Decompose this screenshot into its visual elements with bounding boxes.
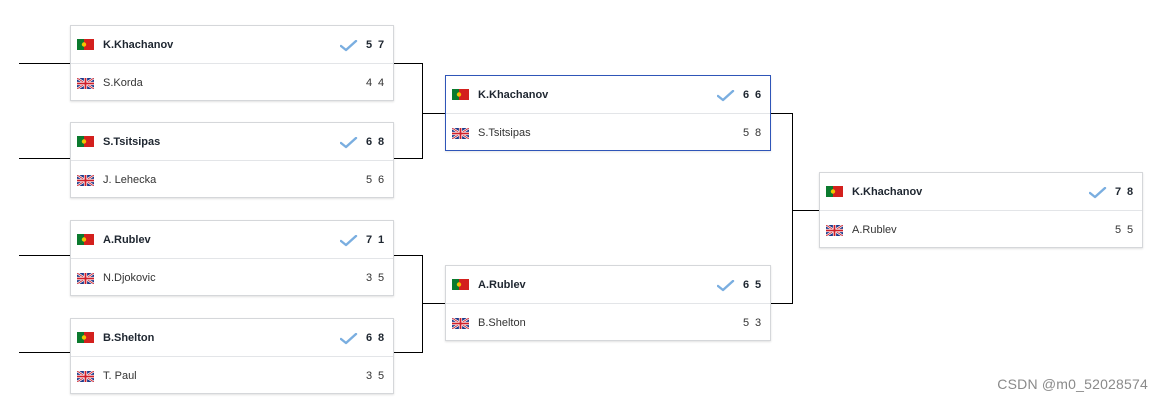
- player-row-winner[interactable]: K.Khachanov 6 6: [446, 76, 770, 114]
- set-score: 6: [377, 174, 385, 186]
- uk-flag-icon: [452, 127, 469, 139]
- portugal-flag-icon: [77, 39, 94, 50]
- player-name: K.Khachanov: [852, 185, 923, 198]
- set-score: 6: [365, 331, 373, 344]
- player-row-winner[interactable]: B.Shelton 6 8: [71, 319, 393, 357]
- portugal-flag-icon: [452, 279, 469, 290]
- player-name: A.Rublev: [103, 233, 151, 246]
- set-score: 8: [377, 331, 385, 344]
- player-row-loser[interactable]: A.Rublev 5 5: [820, 211, 1142, 249]
- player-name: N.Djokovic: [103, 272, 156, 284]
- set-score: 5: [754, 278, 762, 291]
- match-r1-3[interactable]: A.Rublev 7 1 N.Djokovic 3 5: [70, 220, 394, 296]
- player-row-winner[interactable]: K.Khachanov 7 8: [820, 173, 1142, 211]
- player-row-winner[interactable]: A.Rublev 7 1: [71, 221, 393, 259]
- set-score: 3: [365, 272, 373, 284]
- player-row-loser[interactable]: N.Djokovic 3 5: [71, 259, 393, 297]
- player-name: T. Paul: [103, 370, 137, 382]
- set-score: 1: [377, 233, 385, 246]
- uk-flag-icon: [77, 174, 94, 186]
- set-score: 8: [754, 127, 762, 139]
- watermark-text: CSDN @m0_52028574: [997, 376, 1148, 392]
- set-score: 3: [365, 370, 373, 382]
- uk-flag-icon: [452, 317, 469, 329]
- set-score: 5: [365, 174, 373, 186]
- player-row-loser[interactable]: S.Tsitsipas 5 8: [446, 114, 770, 152]
- set-score: 6: [742, 278, 750, 291]
- checkmark-icon: [716, 89, 735, 101]
- set-score: 3: [754, 317, 762, 329]
- match-r1-1[interactable]: K.Khachanov 5 7 S.Korda 4 4: [70, 25, 394, 101]
- uk-flag-icon: [77, 370, 94, 382]
- uk-flag-icon: [77, 272, 94, 284]
- set-score: 7: [365, 233, 373, 246]
- player-row-loser[interactable]: S.Korda 4 4: [71, 64, 393, 102]
- set-score: 4: [377, 77, 385, 89]
- set-score: 7: [1114, 185, 1122, 198]
- player-name: S.Tsitsipas: [478, 127, 531, 139]
- set-score: 5: [742, 317, 750, 329]
- checkmark-icon: [339, 39, 358, 51]
- player-row-winner[interactable]: A.Rublev 6 5: [446, 266, 770, 304]
- checkmark-icon: [339, 332, 358, 344]
- player-row-loser[interactable]: T. Paul 3 5: [71, 357, 393, 395]
- player-name: K.Khachanov: [103, 38, 174, 51]
- player-name: B.Shelton: [478, 317, 526, 329]
- set-score: 5: [1126, 224, 1134, 236]
- uk-flag-icon: [826, 224, 843, 236]
- set-score: 7: [377, 38, 385, 51]
- set-score: 5: [377, 370, 385, 382]
- set-score: 5: [1114, 224, 1122, 236]
- set-score: 5: [365, 38, 373, 51]
- player-name: J. Lehecka: [103, 174, 157, 186]
- player-name: A.Rublev: [478, 278, 526, 291]
- uk-flag-icon: [77, 77, 94, 89]
- checkmark-icon: [1088, 186, 1107, 198]
- player-row-winner[interactable]: S.Tsitsipas 6 8: [71, 123, 393, 161]
- checkmark-icon: [716, 279, 735, 291]
- portugal-flag-icon: [452, 89, 469, 100]
- set-score: 6: [742, 88, 750, 101]
- player-name: K.Khachanov: [478, 88, 549, 101]
- set-score: 5: [742, 127, 750, 139]
- portugal-flag-icon: [77, 332, 94, 343]
- player-name: A.Rublev: [852, 224, 897, 236]
- player-row-loser[interactable]: B.Shelton 5 3: [446, 304, 770, 342]
- set-score: 6: [365, 135, 373, 148]
- player-row-winner[interactable]: K.Khachanov 5 7: [71, 26, 393, 64]
- checkmark-icon: [339, 234, 358, 246]
- checkmark-icon: [339, 136, 358, 148]
- portugal-flag-icon: [77, 136, 94, 147]
- player-name: S.Korda: [103, 77, 143, 89]
- set-score: 6: [754, 88, 762, 101]
- player-name: B.Shelton: [103, 331, 155, 344]
- portugal-flag-icon: [826, 186, 843, 197]
- set-score: 8: [1126, 185, 1134, 198]
- set-score: 5: [377, 272, 385, 284]
- match-r1-4[interactable]: B.Shelton 6 8 T. Paul 3 5: [70, 318, 394, 394]
- match-r2-1[interactable]: K.Khachanov 6 6 S.Tsitsipas 5 8: [445, 75, 771, 151]
- portugal-flag-icon: [77, 234, 94, 245]
- match-r2-2[interactable]: A.Rublev 6 5 B.Shelton 5 3: [445, 265, 771, 341]
- player-name: S.Tsitsipas: [103, 135, 161, 148]
- match-r1-2[interactable]: S.Tsitsipas 6 8 J. Lehecka 5 6: [70, 122, 394, 198]
- match-final[interactable]: K.Khachanov 7 8 A.Rublev 5 5: [819, 172, 1143, 248]
- player-row-loser[interactable]: J. Lehecka 5 6: [71, 161, 393, 199]
- set-score: 4: [365, 77, 373, 89]
- set-score: 8: [377, 135, 385, 148]
